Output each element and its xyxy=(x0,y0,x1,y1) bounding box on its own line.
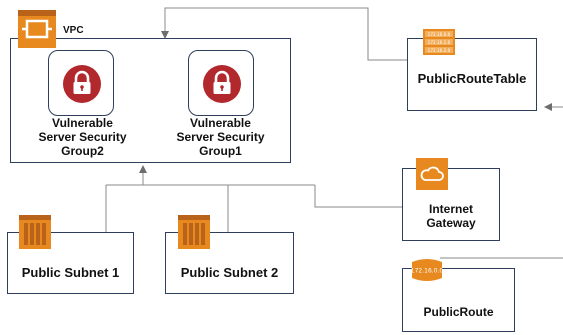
internet-gateway-label: Internet Gateway xyxy=(426,202,476,230)
vpc-label: VPC xyxy=(63,25,84,36)
lock-icon xyxy=(203,65,241,103)
public-subnet-2-label: Public Subnet 2 xyxy=(180,265,279,280)
route-table-icon: 172.16.0.0 172.16.1.0 172.16.2.0 xyxy=(423,29,455,55)
subnet-icon xyxy=(178,215,210,249)
cloud-icon xyxy=(416,158,448,190)
vpc-icon xyxy=(18,10,56,48)
security-group-2-tile[interactable] xyxy=(48,50,114,116)
route-table-label: PublicRouteTable xyxy=(417,71,527,86)
route-icon: 172.16.0.0 xyxy=(411,259,444,281)
subnet-icon xyxy=(19,215,51,249)
security-group-1-tile[interactable] xyxy=(188,50,254,116)
line-gateway-to-bus xyxy=(314,185,402,208)
public-route-label: PublicRoute xyxy=(423,305,494,319)
route-icon-text: 172.16.0.0 xyxy=(411,268,444,275)
public-subnet-1-label: Public Subnet 1 xyxy=(21,265,120,280)
security-group-2-label: Vulnerable Server Security Group2 xyxy=(38,116,127,158)
route-table-icon-line-3: 172.16.2.0 xyxy=(428,48,451,53)
route-table-icon-line-2: 172.16.1.0 xyxy=(428,40,451,45)
route-table-icon-line-1: 172.16.0.0 xyxy=(428,32,451,37)
line-routetable-to-vpc xyxy=(161,7,407,61)
security-group-1-label: Vulnerable Server Security Group1 xyxy=(176,116,265,158)
lock-icon xyxy=(63,65,101,103)
